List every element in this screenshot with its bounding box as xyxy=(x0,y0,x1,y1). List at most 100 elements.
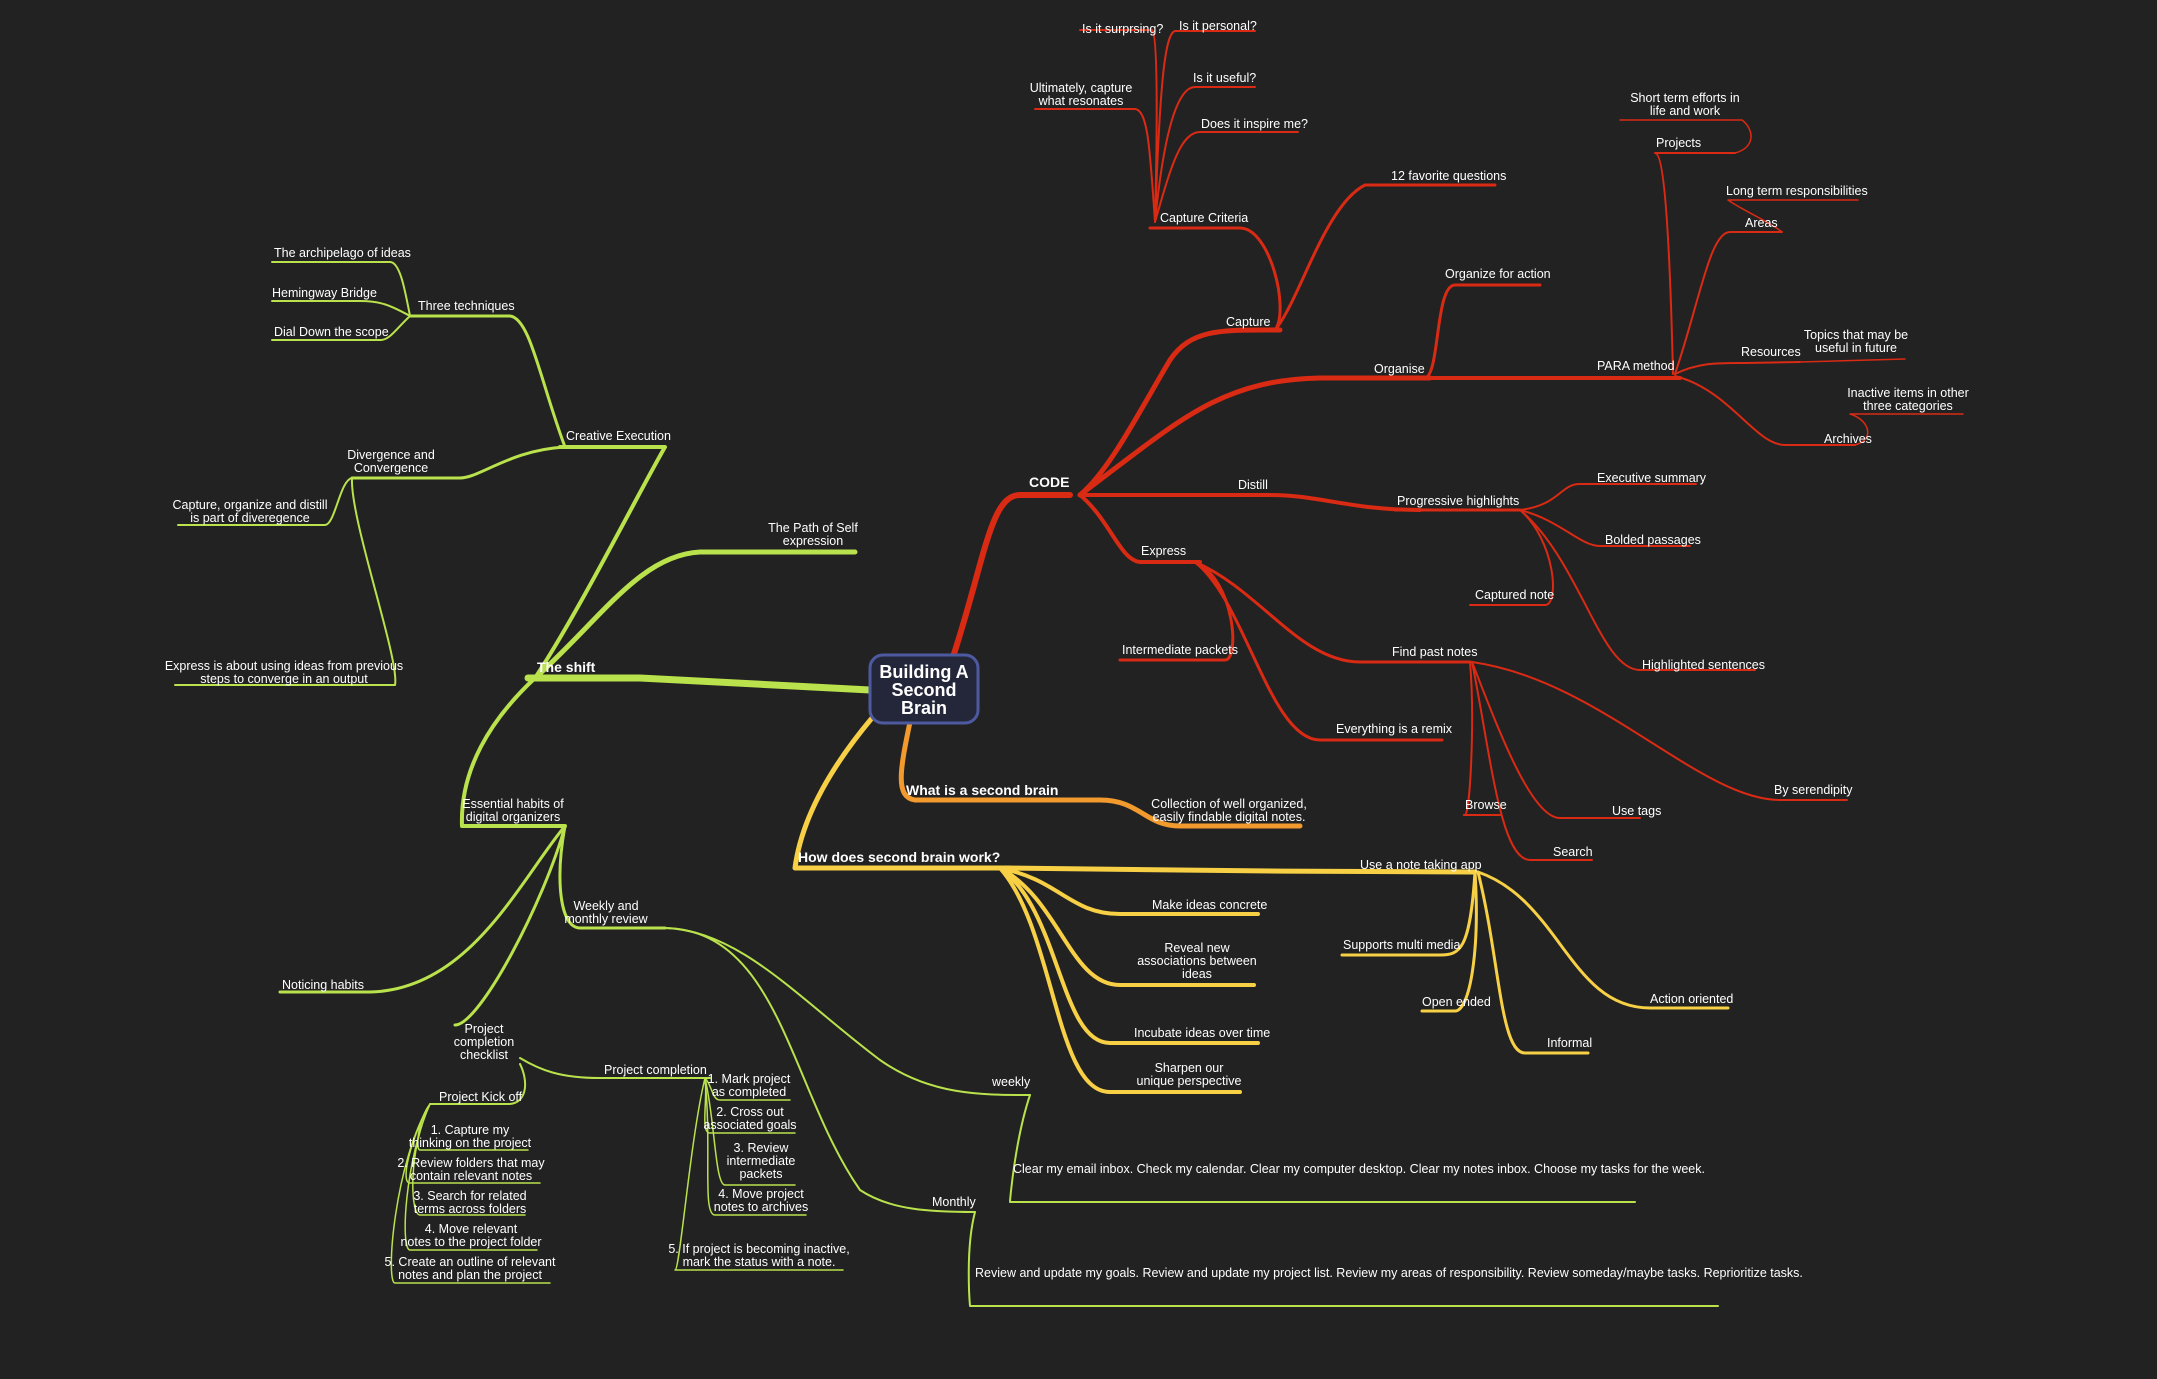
node-c5-1[interactable]: 5. If project is becoming inactive, xyxy=(668,1242,849,1256)
node-projects-note-1[interactable]: Short term efforts in xyxy=(1630,91,1740,105)
node-habits-1[interactable]: Essential habits of xyxy=(462,797,564,811)
node-noticing[interactable]: Noticing habits xyxy=(282,978,364,992)
node-note-app[interactable]: Use a note taking app xyxy=(1360,858,1482,872)
node-areas[interactable]: Areas xyxy=(1745,216,1778,230)
root-node-box xyxy=(868,653,980,725)
node-multimedia[interactable]: Supports multi media xyxy=(1343,938,1460,952)
node-c3-1[interactable]: 3. Review xyxy=(734,1141,790,1155)
root-node[interactable]: Building A Second Brain xyxy=(868,653,980,725)
labels-code: CODE Capture Capture Criteria Is it surp… xyxy=(1029,19,1969,859)
node-highlighted[interactable]: Highlighted sentences xyxy=(1642,658,1765,672)
node-executive[interactable]: Executive summary xyxy=(1597,471,1707,485)
node-serendipity[interactable]: By serendipity xyxy=(1774,783,1853,797)
branch-how xyxy=(792,715,1730,1094)
connector-reveal xyxy=(998,866,1256,987)
node-what[interactable]: What is a second brain xyxy=(906,782,1058,798)
node-code[interactable]: CODE xyxy=(1029,474,1069,490)
node-surprising[interactable]: Is it surprsing? xyxy=(1082,22,1163,36)
connector-c5 xyxy=(674,1077,844,1271)
node-c1-1[interactable]: 1. Mark project xyxy=(708,1072,791,1086)
node-weekly-monthly-2: monthly review xyxy=(564,912,648,926)
node-three[interactable]: Three techniques xyxy=(418,299,515,313)
node-inspire[interactable]: Does it inspire me? xyxy=(1201,117,1308,131)
connector-open-ended xyxy=(1420,870,1478,1013)
node-c4-2: notes to archives xyxy=(714,1200,809,1214)
node-archives[interactable]: Archives xyxy=(1824,432,1872,446)
node-para[interactable]: PARA method xyxy=(1597,359,1675,373)
node-areas-note[interactable]: Long term responsibilities xyxy=(1726,184,1868,198)
node-c3-2: intermediate xyxy=(727,1154,796,1168)
connector-concrete xyxy=(998,866,1260,916)
connector-div-note xyxy=(177,477,353,526)
node-hemingway[interactable]: Hemingway Bridge xyxy=(272,286,377,300)
node-organise[interactable]: Organise xyxy=(1374,362,1425,376)
node-k5-1[interactable]: 5. Create an outline of relevant xyxy=(385,1255,556,1269)
node-monthly[interactable]: Monthly xyxy=(932,1195,977,1209)
node-bolded[interactable]: Bolded passages xyxy=(1605,533,1701,547)
node-distill[interactable]: Distill xyxy=(1238,478,1268,492)
node-shift[interactable]: The shift xyxy=(537,659,596,675)
node-divergence-2: Convergence xyxy=(354,461,428,475)
node-sharpen-1[interactable]: Sharpen our xyxy=(1155,1061,1224,1075)
node-capture[interactable]: Capture xyxy=(1226,315,1271,329)
node-reveal-1[interactable]: Reveal new xyxy=(1164,941,1230,955)
node-conv-note-1[interactable]: Express is about using ideas from previo… xyxy=(165,659,403,673)
node-progressive[interactable]: Progressive highlights xyxy=(1397,494,1519,508)
node-how[interactable]: How does second brain work? xyxy=(798,849,1000,865)
node-useful[interactable]: Is it useful? xyxy=(1193,71,1256,85)
node-weekly-note[interactable]: Clear my email inbox. Check my calendar.… xyxy=(1013,1162,1705,1176)
node-habits-2: digital organizers xyxy=(466,810,561,824)
node-personal[interactable]: Is it personal? xyxy=(1179,19,1257,33)
connector-three xyxy=(408,314,567,449)
root-title-line-2: Second xyxy=(891,680,956,700)
node-c2-1[interactable]: 2. Cross out xyxy=(716,1105,784,1119)
node-search[interactable]: Search xyxy=(1553,845,1593,859)
node-divergence-1[interactable]: Divergence and xyxy=(347,448,435,462)
node-projects[interactable]: Projects xyxy=(1656,136,1701,150)
node-archipelago[interactable]: The archipelago of ideas xyxy=(274,246,411,260)
node-open-ended[interactable]: Open ended xyxy=(1422,995,1491,1009)
node-k4-2: notes to the project folder xyxy=(400,1235,541,1249)
node-k2-1[interactable]: 2. Review folders that may xyxy=(397,1156,545,1170)
node-k4-1[interactable]: 4. Move relevant xyxy=(425,1222,518,1236)
node-express[interactable]: Express xyxy=(1141,544,1186,558)
node-packets[interactable]: Intermediate packets xyxy=(1122,643,1238,657)
connector-favorite xyxy=(1273,183,1497,332)
node-k3-1[interactable]: 3. Search for related xyxy=(413,1189,526,1203)
node-resources[interactable]: Resources xyxy=(1741,345,1801,359)
node-resources-note-1[interactable]: Topics that may be xyxy=(1804,328,1908,342)
node-monthly-note[interactable]: Review and update my goals. Review and u… xyxy=(975,1266,1803,1280)
node-kickoff[interactable]: Project Kick off xyxy=(439,1090,523,1104)
node-completion[interactable]: Project completion xyxy=(604,1063,707,1077)
node-capture-criteria[interactable]: Capture Criteria xyxy=(1160,211,1248,225)
node-informal[interactable]: Informal xyxy=(1547,1036,1592,1050)
node-organize-action[interactable]: Organize for action xyxy=(1445,267,1551,281)
node-k1-1[interactable]: 1. Capture my xyxy=(431,1123,510,1137)
connector-k5 xyxy=(390,1103,551,1284)
node-creative[interactable]: Creative Execution xyxy=(566,429,671,443)
node-concrete[interactable]: Make ideas concrete xyxy=(1152,898,1267,912)
node-archives-note-1[interactable]: Inactive items in other xyxy=(1847,386,1969,400)
node-incubate[interactable]: Incubate ideas over time xyxy=(1134,1026,1270,1040)
node-weekly[interactable]: weekly xyxy=(991,1075,1031,1089)
connector-areas xyxy=(1674,231,1783,375)
node-what-answer-1[interactable]: Collection of well organized, xyxy=(1151,797,1307,811)
connector-root-how xyxy=(792,715,1013,871)
node-resonates-1[interactable]: Ultimately, capture xyxy=(1030,81,1133,95)
node-captured[interactable]: Captured note xyxy=(1475,588,1554,602)
node-div-note-1[interactable]: Capture, organize and distill xyxy=(173,498,328,512)
connector-browse xyxy=(1464,661,1474,816)
node-c4-1[interactable]: 4. Move project xyxy=(718,1187,804,1201)
node-weekly-monthly-1[interactable]: Weekly and xyxy=(573,899,638,913)
node-tags[interactable]: Use tags xyxy=(1612,804,1661,818)
node-path-1[interactable]: The Path of Self xyxy=(768,521,858,535)
root-title-line-1: Building A xyxy=(879,662,968,682)
node-find[interactable]: Find past notes xyxy=(1392,645,1477,659)
node-dial[interactable]: Dial Down the scope xyxy=(274,325,389,339)
node-remix[interactable]: Everything is a remix xyxy=(1336,722,1453,736)
node-action-oriented[interactable]: Action oriented xyxy=(1650,992,1733,1006)
node-browse[interactable]: Browse xyxy=(1465,798,1507,812)
node-checklist-1[interactable]: Project xyxy=(465,1022,504,1036)
node-favorite-questions[interactable]: 12 favorite questions xyxy=(1391,169,1506,183)
